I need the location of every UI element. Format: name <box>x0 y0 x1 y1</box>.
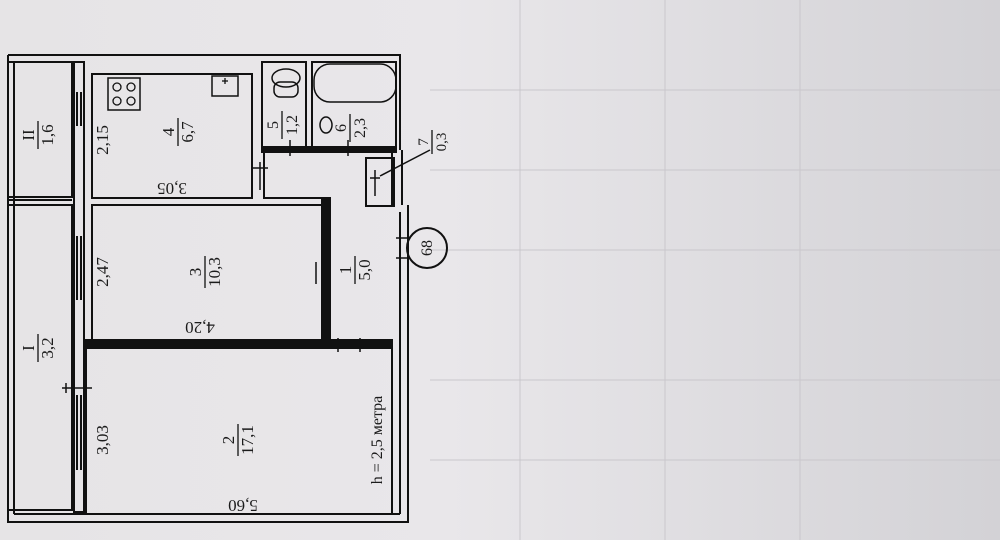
room-2 <box>85 339 393 515</box>
svg-text:7: 7 <box>416 138 432 146</box>
svg-text:5: 5 <box>265 121 282 129</box>
dim-kitchen-width: 2,15 <box>93 125 112 155</box>
svg-text:6: 6 <box>333 124 350 132</box>
label-wc: 5 1,2 <box>265 111 301 139</box>
background-grid <box>430 0 1000 540</box>
apartment-number: 68 <box>419 240 436 256</box>
svg-text:II: II <box>19 129 38 141</box>
svg-text:3: 3 <box>186 268 205 277</box>
svg-text:10,3: 10,3 <box>205 257 224 287</box>
svg-text:I: I <box>19 345 38 351</box>
svg-text:6,7: 6,7 <box>178 121 197 143</box>
label-kitchen: 4 6,7 <box>159 118 197 146</box>
svg-text:4: 4 <box>159 127 178 136</box>
dim-room3-length: 4,20 <box>185 318 215 337</box>
ceiling-height-note: h = 2,5 метра <box>369 396 386 485</box>
label-room-3: 3 10,3 <box>186 256 224 288</box>
dim-room3-width: 2,47 <box>93 257 112 287</box>
dim-room2-length: 5,60 <box>228 496 258 515</box>
closet-leader <box>379 149 431 177</box>
svg-text:17,1: 17,1 <box>238 425 257 455</box>
label-closet: 7 0,3 <box>416 130 450 154</box>
svg-text:1,6: 1,6 <box>38 124 57 145</box>
svg-text:1,2: 1,2 <box>284 115 301 135</box>
label-room-2: 2 17,1 <box>219 424 257 456</box>
facade-wall <box>62 61 92 513</box>
balconies <box>7 61 73 511</box>
dim-room2-width: 3,03 <box>93 425 112 455</box>
apartment-number-badge <box>406 227 448 269</box>
dim-kitchen-length: 3,05 <box>157 179 187 198</box>
kitchen <box>91 73 268 199</box>
label-balcony-1: I 3,2 <box>19 334 57 362</box>
hall <box>263 152 410 352</box>
svg-text:2,3: 2,3 <box>352 118 369 138</box>
label-balcony-2: II 1,6 <box>19 121 57 149</box>
label-hall: 1 5,0 <box>336 256 374 284</box>
svg-text:0,3: 0,3 <box>434 133 450 152</box>
svg-text:2: 2 <box>219 436 238 445</box>
svg-text:5,0: 5,0 <box>355 259 374 280</box>
label-bath: 6 2,3 <box>333 114 369 142</box>
svg-text:1: 1 <box>336 266 355 275</box>
svg-text:3,2: 3,2 <box>38 337 57 358</box>
sanitary-block <box>261 61 397 156</box>
